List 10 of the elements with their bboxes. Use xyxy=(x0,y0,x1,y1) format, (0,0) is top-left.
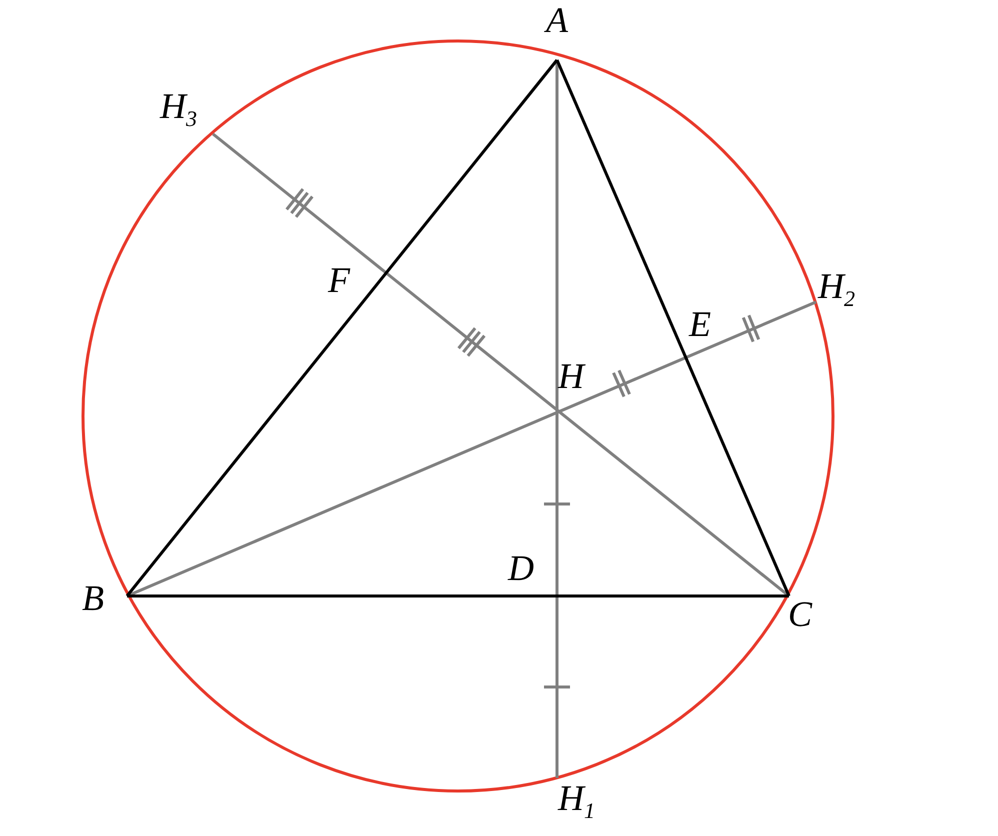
point-label: H xyxy=(558,358,584,394)
point-label: C xyxy=(788,596,812,632)
point-label: F xyxy=(328,262,350,298)
point-label: H$_{1}$ xyxy=(558,780,595,822)
point-label: H$_{2}$ xyxy=(818,268,855,310)
point-label: H$_{3}$ xyxy=(160,88,197,130)
point-label: B xyxy=(82,580,104,616)
point-label: D xyxy=(508,550,534,586)
point-label: A xyxy=(546,2,568,38)
point-label: E xyxy=(689,306,711,342)
